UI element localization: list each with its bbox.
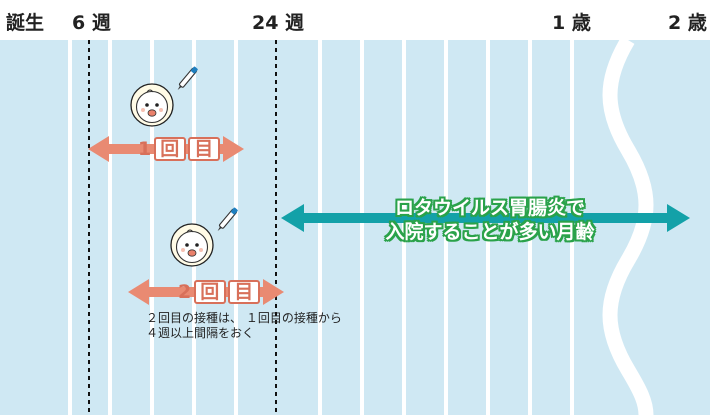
stripe (68, 40, 72, 415)
dose2-number: 2 (178, 281, 193, 303)
dose2-kai: 回 (194, 280, 227, 304)
stripe (402, 40, 406, 415)
rotavirus-label-line-2: 入院することが多い月齢 (385, 221, 595, 243)
stripe (360, 40, 364, 415)
dose2-me: 目 (228, 280, 261, 304)
stripe (444, 40, 448, 415)
baby-face-icon (170, 223, 214, 267)
dose-interval-note: ２回目の接種は、 １回目の接種から ４週以上間隔をおく (146, 311, 342, 341)
stripe (108, 40, 112, 415)
label-6-weeks: 6 週 (72, 12, 111, 34)
dose1-me: 目 (188, 137, 221, 161)
dose1-number: 1 (138, 138, 153, 160)
note-line-1: ２回目の接種は、 １回目の接種から (146, 311, 342, 325)
label-birth: 誕生 (6, 12, 45, 34)
stripe (570, 40, 574, 415)
note-line-2: ４週以上間隔をおく (146, 326, 255, 340)
vaccination-timeline (0, 40, 710, 415)
rotavirus-period-arrow (281, 204, 690, 232)
timeline-background (0, 40, 710, 415)
label-2-years: 2 歳 (668, 12, 707, 34)
stripe (318, 40, 322, 415)
baby-face-icon (130, 83, 174, 127)
stripe (150, 40, 154, 415)
timeline-break-wave (602, 40, 654, 415)
stripe (528, 40, 532, 415)
stripe (486, 40, 490, 415)
stripe (234, 40, 238, 415)
label-24-weeks: 24 週 (252, 12, 305, 34)
dose1-kai: 回 (154, 137, 187, 161)
label-1-year: 1 歳 (552, 12, 591, 34)
rotavirus-label-line-1: ロタウイルス胃腸炎で (394, 197, 585, 219)
rotavirus-period-label: ロタウイルス胃腸炎で 入院することが多い月齢 (360, 196, 620, 244)
timeline-header: 誕生 6 週 24 週 1 歳 2 歳 (0, 0, 710, 40)
